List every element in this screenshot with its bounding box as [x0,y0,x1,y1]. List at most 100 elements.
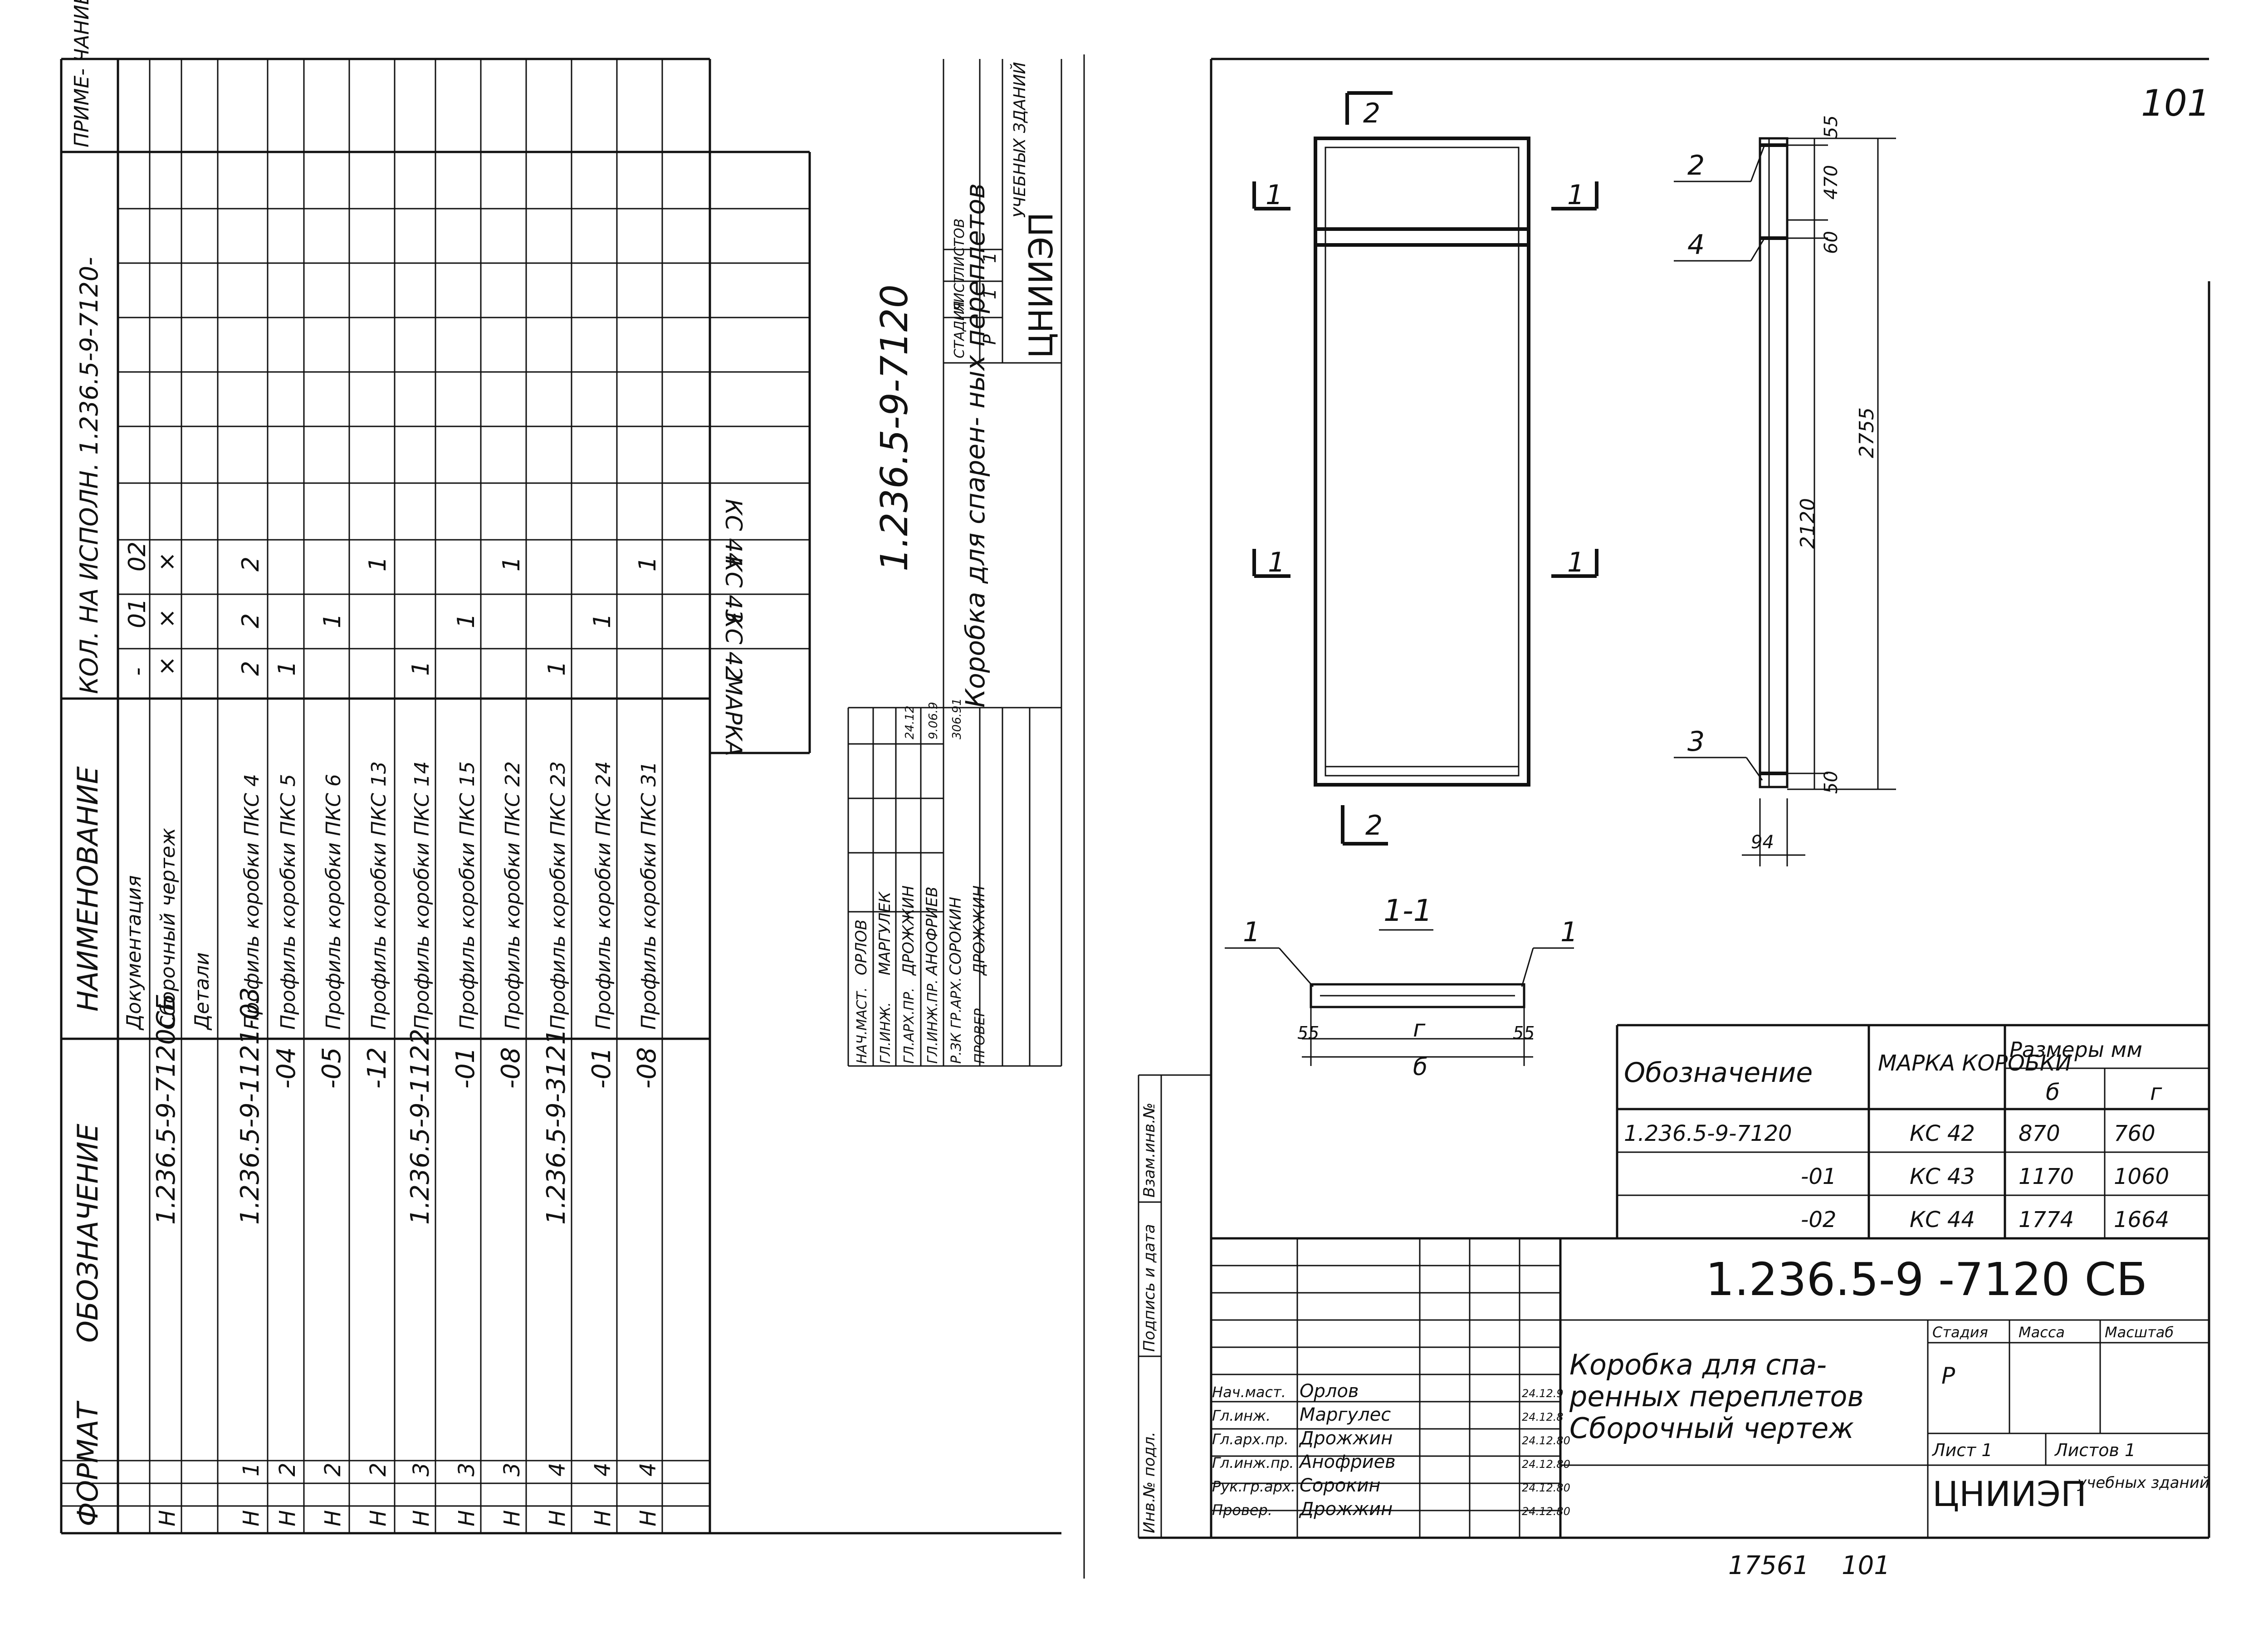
mass-label: Масса [2019,1324,2065,1341]
size-header-g: г [2150,1079,2162,1105]
side-label-signature: Подпись и дата [1140,1224,1158,1352]
size-row-designation: -01 [1801,1164,1836,1189]
section-1-1-title: 1-1 [1383,893,1432,928]
spec-org-sub: УЧЕБНЫХ ЗДАНИЙ [1010,62,1029,218]
spec-row-name: Профиль коробки ПКС 22 [501,761,524,1030]
spec-row-q2: 1 [498,557,525,572]
callout-1-left: 1 [1243,916,1260,948]
mark-kc44: КС 44 [720,499,747,567]
spec-row-name: Профиль коробки ПКС 13 [367,761,391,1030]
spec-row-name: Профиль коробки ПКС 31 [637,761,660,1030]
side-section: 2 4 3 55 470 60 2120 50 2755 94 [1674,115,1896,866]
size-header-mark: МАРКА КОРОБКИ [1878,1051,2072,1076]
spec-row-q0: 2 [237,661,264,676]
spec-person-name: ДРОЖЖИН [970,885,988,976]
dim-lower: 2120 [1796,498,1819,549]
doc-title-line-1: Коробка для спа- [1569,1348,1827,1381]
spec-row-name: Профиль коробки ПКС 5 [277,774,300,1030]
spec-row-pos: 4 [545,1462,570,1477]
spec-row-designation: -04 [272,1047,301,1089]
spec-row-pos: 3 [454,1462,479,1477]
spec-sheets: 1 [980,252,1000,263]
dim-outer: б [1413,1054,1427,1081]
spec-row-name: Профиль коробки ПКС 6 [322,774,345,1030]
spec-row-q0: 1 [543,661,571,676]
doc-code: 1.236.5-9 -7120 СБ [1706,1253,2147,1306]
spec-person-date: 24.12 [903,706,917,739]
spec-title: Коробка для спарен- ных переплетов [960,183,991,708]
spec-person-name: ОРЛОВ [852,919,870,975]
tb-person-date: 24.12.8 [1522,1411,1564,1423]
size-table: Обозначение МАРКА КОРОБКИ Размеры мм б г… [1616,1024,2209,1238]
tb-person-name: Дрожжин [1299,1499,1393,1520]
spec-row-name: Сборочный чертеж [156,828,180,1030]
section-1-tl: 1 [1266,179,1283,211]
size-row-g: 1664 [2114,1207,2169,1232]
tb-person-role: Гл.инж. [1212,1407,1271,1424]
spec-row-q0: 1 [274,661,301,676]
tb-person-date: 24.12.80 [1522,1505,1570,1518]
size-row-b: 1170 [2019,1164,2074,1189]
spec-row-format: Н [454,1510,479,1526]
tb-person-name: Маргулес [1300,1404,1391,1425]
spec-person-role: Р.ЗК ГР.АРХ. [948,977,964,1064]
scale-label: Масштаб [2105,1324,2174,1341]
spec-row-name: Профиль коробки ПКС 14 [411,761,434,1030]
stage-label: Стадия [1932,1324,1988,1341]
spec-sheet-label: ЛИСТ [952,274,968,313]
spec-row-name: Профиль коробки ПКС 23 [547,761,570,1030]
spec-row-pos: 2 [320,1462,346,1477]
spec-row-format: Н [499,1510,525,1526]
sheets-label: Листов 1 [2054,1440,2136,1460]
header-variant-2: 02 [124,542,151,572]
spec-row-pos: 2 [366,1462,391,1477]
spec-row-format: Н [275,1510,300,1526]
spec-stage-label: СТАДИЯ [952,301,968,358]
dim-depth: 94 [1751,832,1774,853]
spec-row-pos: 1 [239,1462,264,1477]
size-row-mark: КС 44 [1910,1207,1975,1232]
sheet-label: Лист 1 [1931,1440,1993,1460]
size-header-b: б [2046,1079,2060,1105]
section-2-top: 2 [1363,98,1380,129]
archive-page: 101 [1842,1551,1890,1580]
section-1-tr: 1 [1567,179,1584,211]
doc-title-line-3: Сборочный чертеж [1569,1412,1854,1445]
spec-person-role: ГЛ.ИНЖ.ПР. [925,979,941,1064]
dim-mid: 60 [1821,231,1842,254]
header-note: ПРИМЕ- ЧАНИЕ [70,0,93,147]
spec-row-designation: -01 [587,1047,616,1089]
spec-row-format: Н [590,1510,616,1526]
size-row-mark: КС 43 [1910,1164,1975,1189]
spec-row-q2: 1 [364,557,391,572]
tb-person-role: Рук.гр.арх. [1212,1478,1295,1495]
tb-person-name: Орлов [1300,1381,1359,1402]
spec-row-q0: 1 [407,661,435,676]
spec-row-name: Профиль коробки ПКС 4 [240,774,264,1030]
spec-person-name: СОРОКИН [947,897,965,975]
spec-person-role: ПРОВЕР [972,1008,988,1064]
dim-inner: г [1413,1015,1426,1042]
section-1-bl: 1 [1268,547,1285,578]
dim-top: 55 [1821,115,1842,138]
spec-person-name: МАРГУЛЕК [876,891,894,975]
callout-4: 4 [1687,229,1705,261]
spec-row-designation: -01 [451,1047,480,1089]
spec-sheet: 1 [980,288,1000,299]
mark-kc42: КС 42 [720,612,747,680]
spec-code: 1.236.5-9-7120 [873,284,916,572]
tb-person-date: 24.12.80 [1522,1434,1570,1447]
spec-row-pos: 2 [275,1462,300,1477]
spec-person-date: 9.06.9 [927,702,940,739]
right-sheet-frame [1139,58,2210,1539]
size-row-g: 760 [2114,1121,2156,1146]
size-row-b: 870 [2019,1121,2060,1146]
spec-row-pos: 4 [635,1462,661,1477]
size-header-designation: Обозначение [1624,1057,1813,1089]
size-row-g: 1060 [2114,1164,2169,1189]
size-header-sizes: Размеры мм [2009,1037,2142,1062]
spec-row-designation: 1.236.5-9-1121-03 [235,987,265,1225]
spec-row-designation: 1.236.5-9-7120СБ [152,993,181,1225]
size-row-b: 1774 [2019,1207,2074,1232]
